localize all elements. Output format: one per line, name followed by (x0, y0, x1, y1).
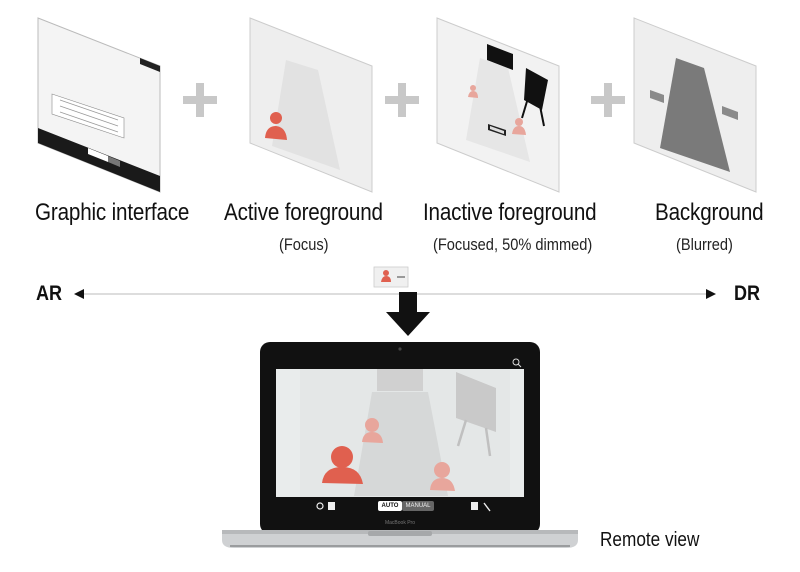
thumbnail-marker (373, 266, 409, 288)
layer-subtitle-active-foreground: (Focus) (279, 235, 329, 254)
layer-title-inactive-foreground: Inactive foreground (423, 199, 597, 226)
arrow-down-icon (386, 292, 430, 336)
arrow-right-icon (706, 289, 716, 299)
axis-label-dr: DR (734, 282, 761, 305)
mode-manual-button[interactable]: MANUAL (405, 503, 431, 509)
active-foreground-panel (249, 17, 373, 193)
layer-title-graphic-interface: Graphic interface (35, 199, 190, 226)
layer-subtitle-background: (Blurred) (676, 235, 733, 254)
background-panel (633, 17, 757, 193)
search-icon (512, 358, 520, 366)
laptop (222, 342, 578, 548)
laptop-brand: MacBook Pro (384, 520, 415, 526)
person-icon (331, 446, 353, 468)
plus-icon (183, 83, 217, 117)
plus-icon (591, 83, 625, 117)
inactive-foreground-panel (436, 17, 560, 193)
remote-view-caption: Remote view (600, 529, 700, 551)
person-icon (270, 112, 282, 124)
arrow-left-icon (74, 289, 84, 299)
axis-label-ar: AR (36, 282, 63, 305)
plus-icon (385, 83, 419, 117)
layer-subtitle-inactive-foreground: (Focused, 50% dimmed) (433, 235, 593, 254)
layer-title-background: Background (655, 199, 764, 226)
ar-dr-axis (74, 289, 716, 299)
graphic-interface-panel (37, 17, 161, 193)
mode-auto-button[interactable]: AUTO (381, 503, 399, 509)
layer-title-active-foreground: Active foreground (224, 199, 383, 226)
